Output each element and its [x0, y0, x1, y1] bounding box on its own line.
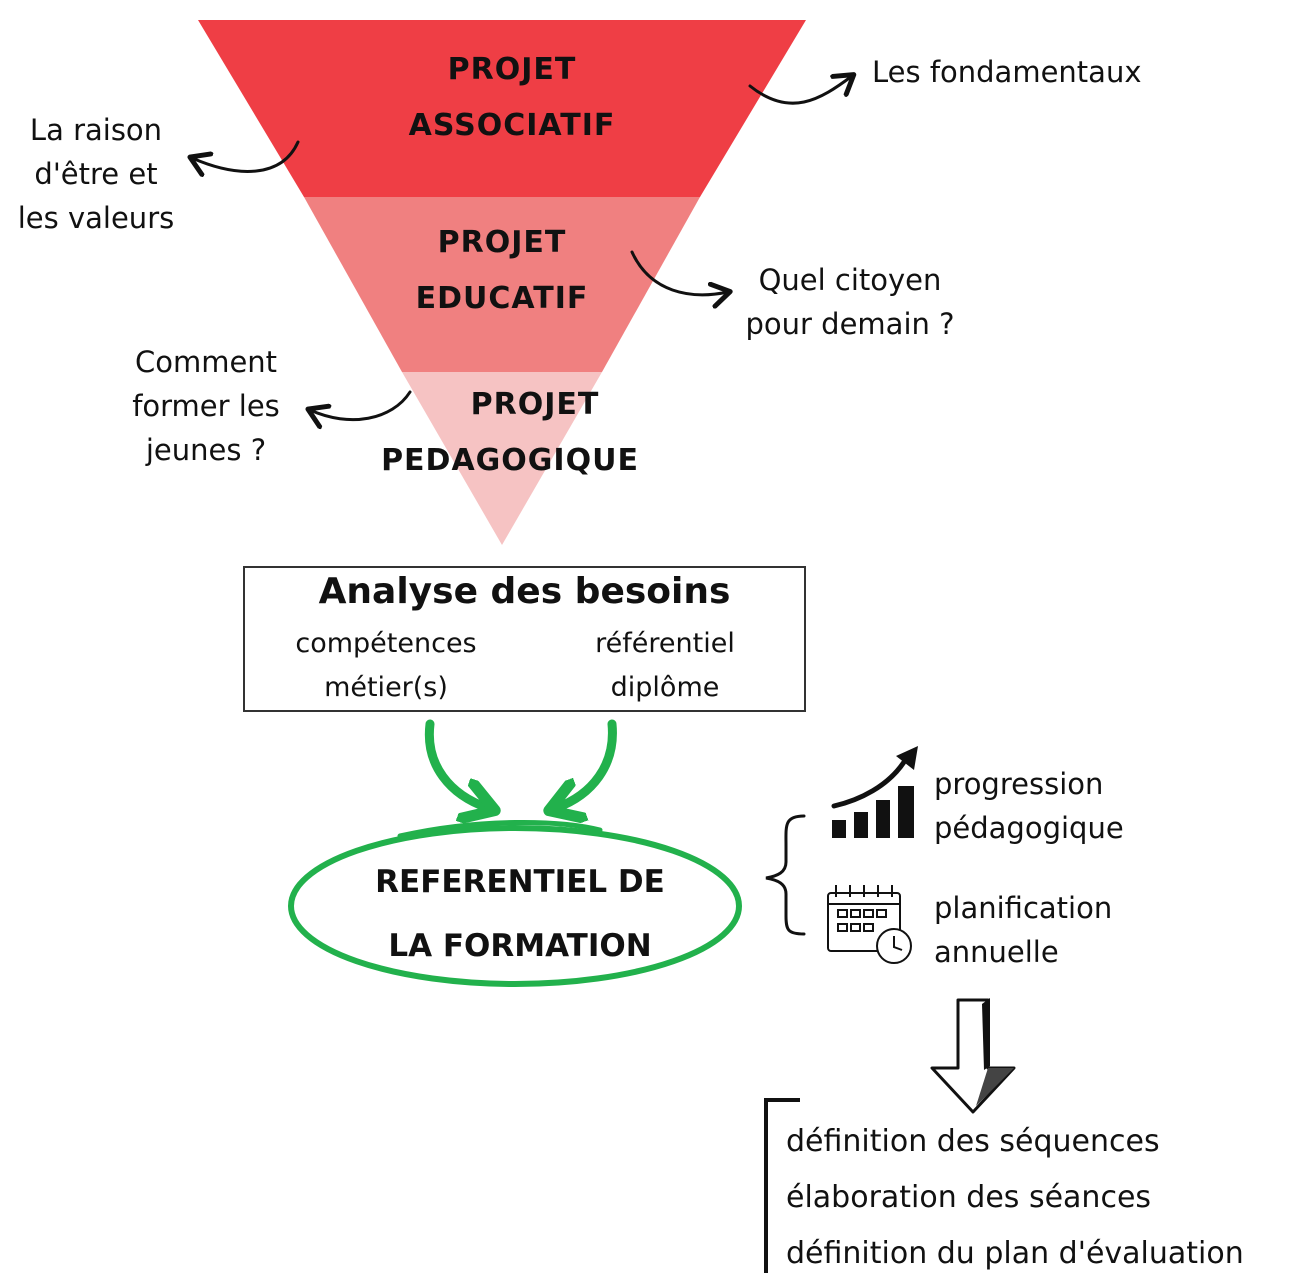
arrow-to-fondamentaux [748, 76, 852, 105]
needs-left-column: compétences métier(s) [295, 628, 477, 703]
needs-title: Analyse des besoins [318, 571, 731, 612]
arrow-to-former [310, 390, 412, 420]
steps-bracket [764, 1098, 800, 1273]
annotation-raison: La raison d'être et les valeurs [17, 113, 175, 235]
planification-label: planification annuelle [934, 891, 1113, 969]
pyramid-level-associatif [198, 20, 806, 197]
progression-label: progression pédagogique [934, 767, 1124, 845]
annotation-former: Comment former les jeunes ? [132, 345, 280, 467]
level-educatif-label: PROJET EDUCATIF [415, 225, 589, 316]
step-item: définition du plan d'évaluation [786, 1236, 1244, 1271]
referentiel-ellipse-overlap [397, 819, 603, 839]
chart-growth-icon [831, 746, 918, 838]
needs-analysis-box: Analyse des besoins compétences métier(s… [243, 566, 806, 712]
level-pedagogique-label: PROJET PEDAGOGIQUE [381, 387, 639, 478]
big-down-arrow-icon [930, 998, 1016, 1114]
level-associatif-label: PROJET ASSOCIATIF [408, 52, 616, 143]
green-arrow-left [424, 719, 488, 808]
step-item: élaboration des séances [786, 1180, 1152, 1215]
referentiel-label: REFERENTIEL DE LA FORMATION [375, 864, 665, 964]
annotation-citoyen: Quel citoyen pour demain ? [745, 263, 955, 341]
step-item: définition des séquences [786, 1124, 1160, 1159]
annotation-fondamentaux: Les fondamentaux [872, 55, 1142, 89]
curly-brace [765, 814, 806, 936]
needs-right-column: référentiel diplôme [595, 628, 735, 703]
pyramid-level-educatif [304, 197, 700, 372]
calendar-clock-icon [827, 885, 912, 964]
green-arrow-right [556, 719, 617, 808]
arrow-to-citoyen [630, 250, 728, 295]
steps-list: définition des séquences élaboration des… [786, 1114, 1244, 1282]
arrow-to-raison [192, 140, 300, 171]
pyramid-level-pedagogique [402, 372, 602, 545]
referentiel-ellipse [288, 825, 742, 987]
